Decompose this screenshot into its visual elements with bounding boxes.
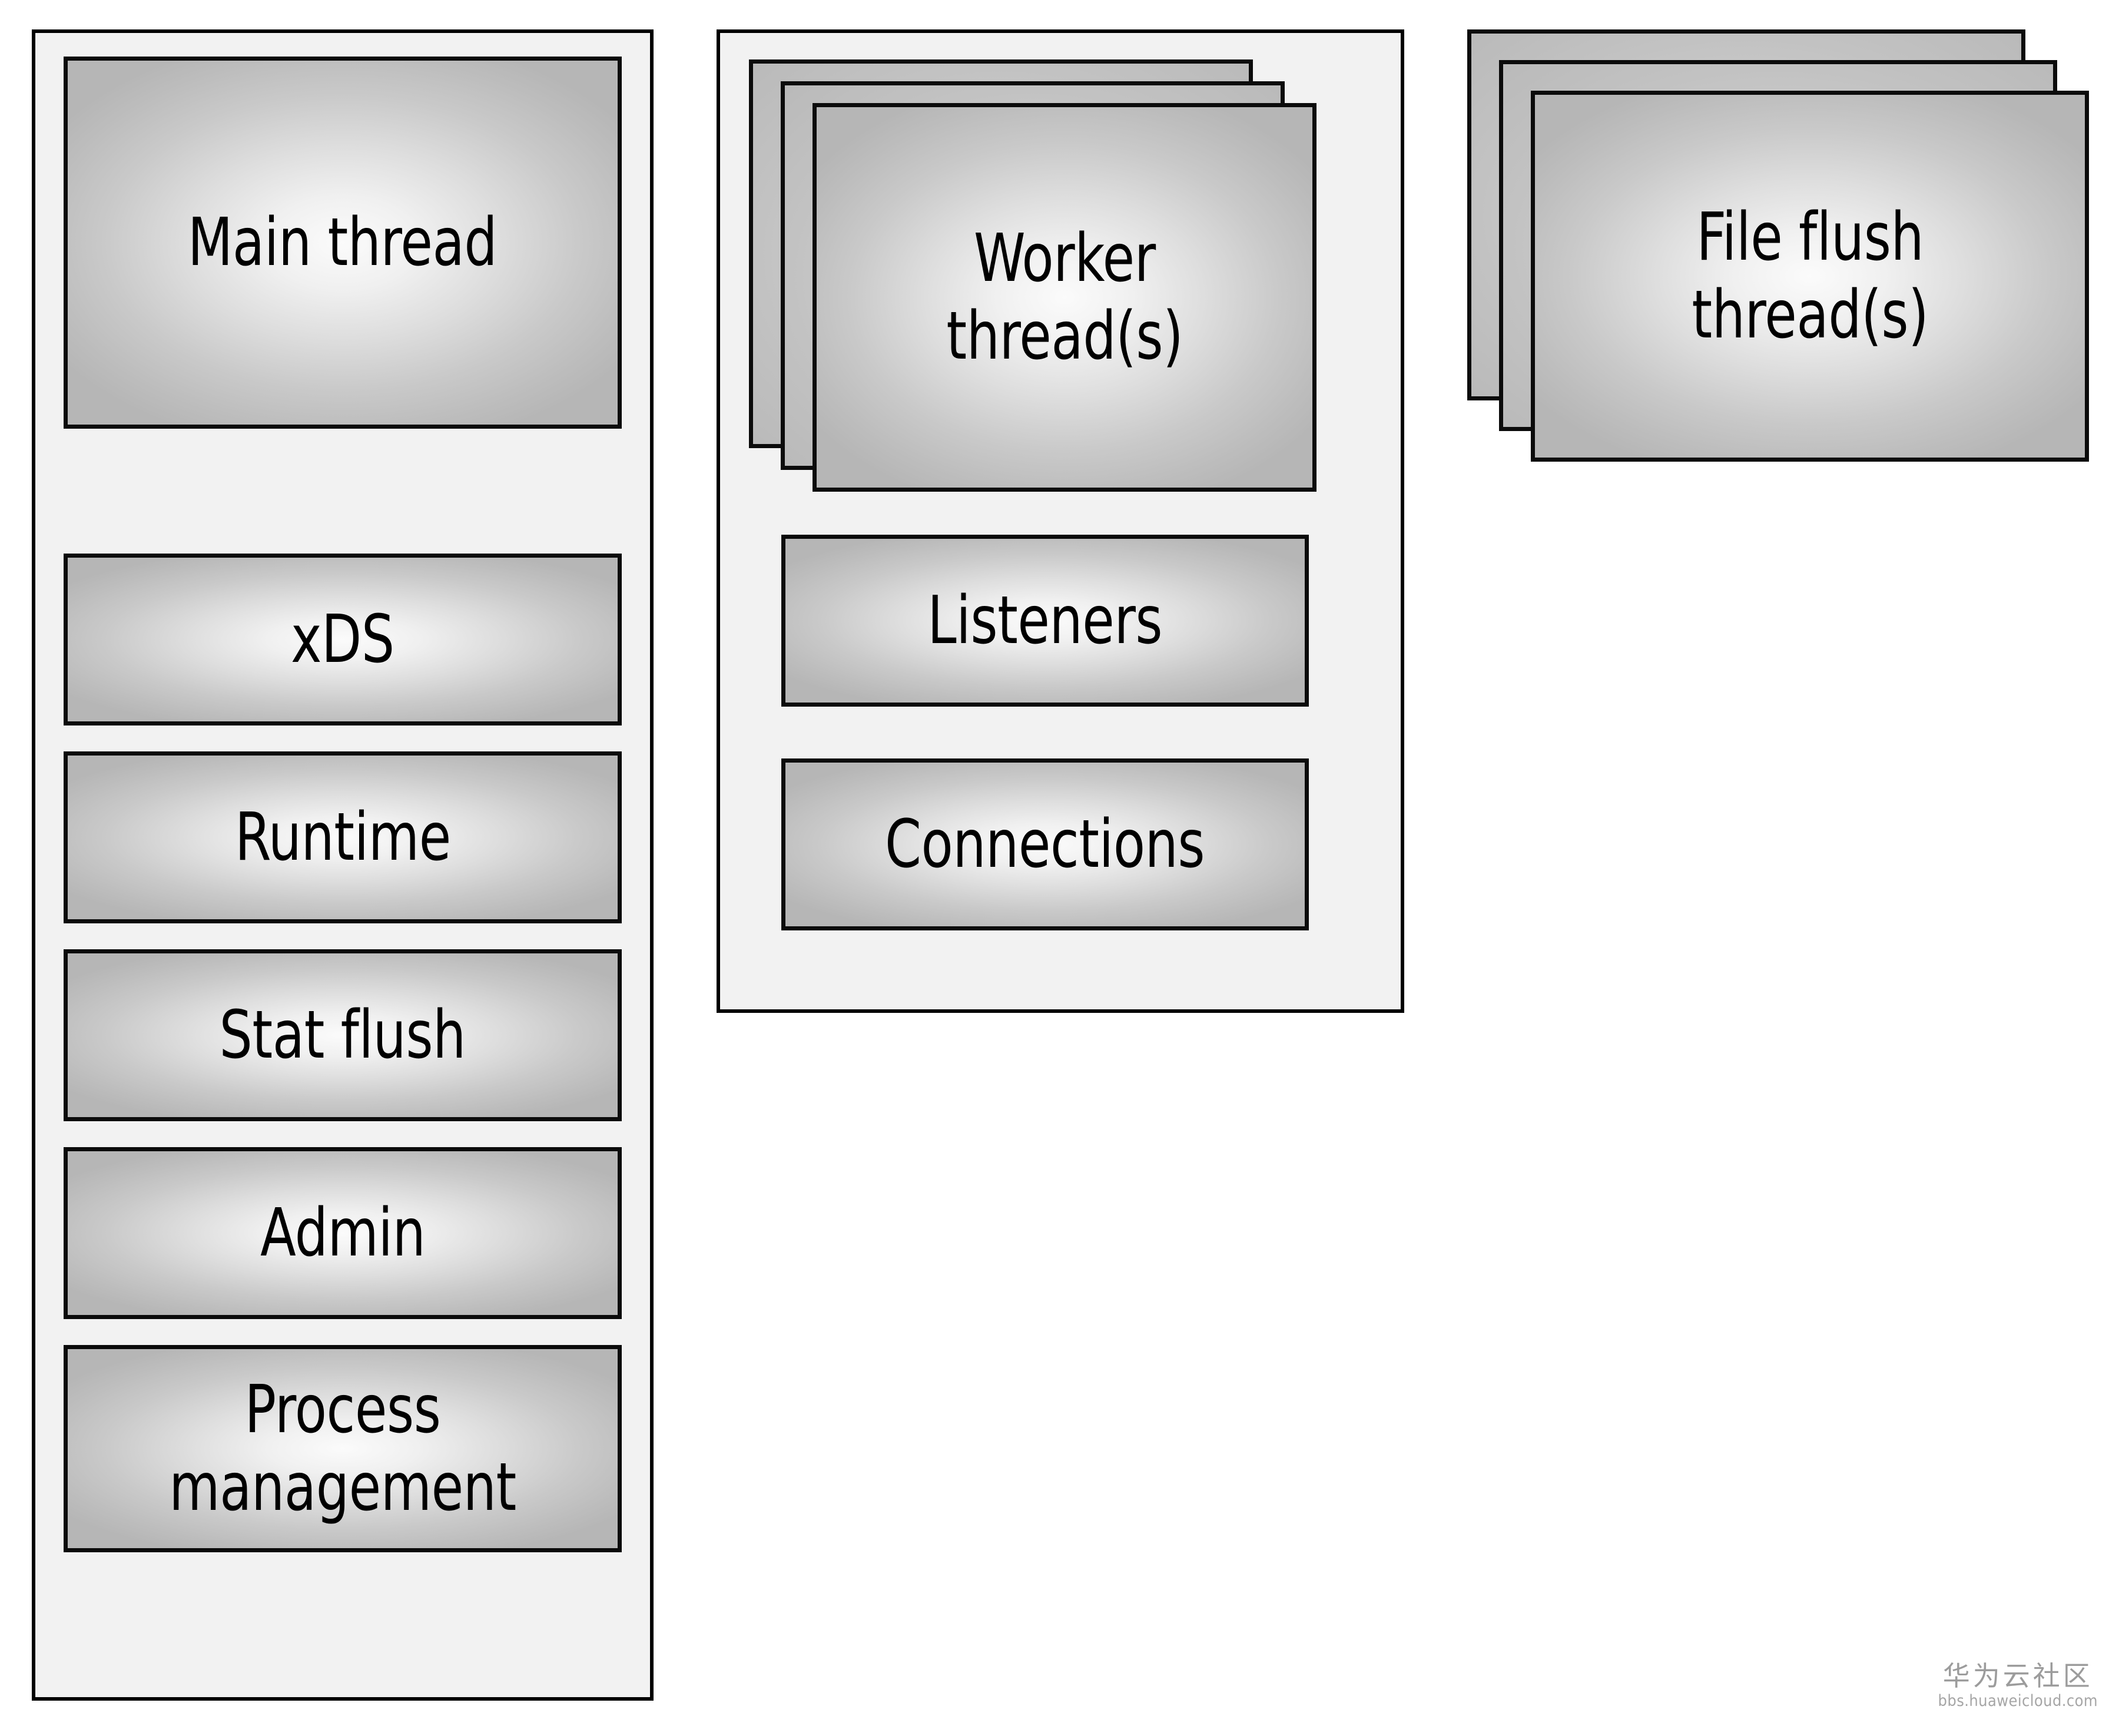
watermark-brand: 华为云社区	[1942, 1660, 2093, 1692]
process-management-box[interactable]: Process management	[64, 1345, 622, 1552]
worker-thread-column: Worker thread(s) Listeners Connections	[717, 29, 1404, 1013]
listeners-label: Listeners	[927, 582, 1163, 659]
runtime-label: Runtime	[234, 799, 451, 876]
file-flush-thread-column: File flush thread(s)	[1467, 29, 2119, 501]
runtime-box[interactable]: Runtime	[64, 751, 622, 923]
watermark: 华为云社区 bbs.huaweicloud.com	[1938, 1661, 2098, 1710]
xds-box[interactable]: xDS	[64, 554, 622, 725]
process-management-label: Process management	[169, 1371, 516, 1526]
admin-box[interactable]: Admin	[64, 1147, 622, 1319]
main-thread-box[interactable]: Main thread	[64, 57, 622, 429]
main-thread-label: Main thread	[188, 204, 498, 281]
xds-label: xDS	[291, 601, 394, 678]
file-flush-thread-box-front[interactable]: File flush thread(s)	[1531, 91, 2089, 462]
stat-flush-label: Stat flush	[219, 996, 466, 1074]
worker-thread-box-front[interactable]: Worker thread(s)	[813, 103, 1317, 492]
worker-thread-label: Worker thread(s)	[946, 220, 1183, 375]
file-flush-thread-label: File flush thread(s)	[1692, 198, 1928, 353]
watermark-url: bbs.huaweicloud.com	[1938, 1692, 2098, 1710]
connections-box[interactable]: Connections	[781, 758, 1309, 930]
main-thread-column: Main thread xDS Runtime Stat flush Admin…	[32, 29, 654, 1701]
listeners-box[interactable]: Listeners	[781, 535, 1309, 707]
admin-label: Admin	[260, 1194, 426, 1271]
connections-label: Connections	[885, 806, 1205, 883]
stat-flush-box[interactable]: Stat flush	[64, 949, 622, 1121]
